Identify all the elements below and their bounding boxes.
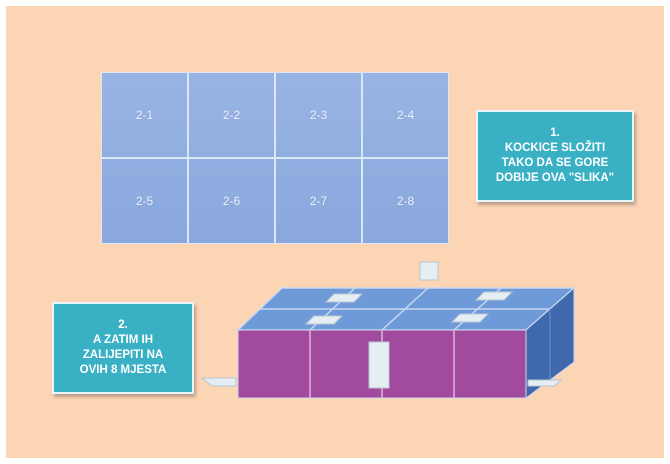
glue-tab-top-slot <box>474 291 514 301</box>
callout-line: TAKO DA SE GORE <box>501 157 609 169</box>
grid-cell: 2-3 <box>275 72 362 158</box>
glue-tab-front <box>368 341 390 389</box>
slide-background: 2-1 2-2 2-3 2-4 2-5 2-6 2-7 2-8 1. KOCKI… <box>6 6 664 458</box>
grid-cell: 2-4 <box>362 72 449 158</box>
grid-cell: 2-8 <box>362 158 449 244</box>
glue-tab-right <box>527 379 564 387</box>
glue-tab-top <box>419 261 439 281</box>
picture-grid: 2-1 2-2 2-3 2-4 2-5 2-6 2-7 2-8 <box>101 72 449 244</box>
grid-cell: 2-1 <box>101 72 188 158</box>
glue-tab-top-slot <box>324 293 364 303</box>
grid-cell: 2-5 <box>101 158 188 244</box>
callout-line: 2. <box>118 319 128 331</box>
callout-line: OVIH 8 MJESTA <box>79 364 167 376</box>
callout-line: A ZATIM IH <box>92 334 154 346</box>
callout-line: DOBIJE OVA "SLIKA" <box>495 172 615 184</box>
grid-cell: 2-7 <box>275 158 362 244</box>
glue-tab-left <box>200 377 237 387</box>
glue-tab-top-slot <box>304 315 344 325</box>
callout-line: KOCKICE SLOŽITI <box>504 142 606 154</box>
glue-tab-top-slot <box>450 313 490 323</box>
grid-cell: 2-2 <box>188 72 275 158</box>
instruction-callout-2: 2. A ZATIM IH ZALIJEPITI NA OVIH 8 MJEST… <box>52 302 194 394</box>
callout-line: 1. <box>550 127 560 139</box>
grid-cell: 2-6 <box>188 158 275 244</box>
cube-box-illustration <box>200 261 576 399</box>
instruction-callout-1: 1. KOCKICE SLOŽITI TAKO DA SE GORE DOBIJ… <box>476 110 634 202</box>
callout-line: ZALIJEPITI NA <box>82 349 164 361</box>
